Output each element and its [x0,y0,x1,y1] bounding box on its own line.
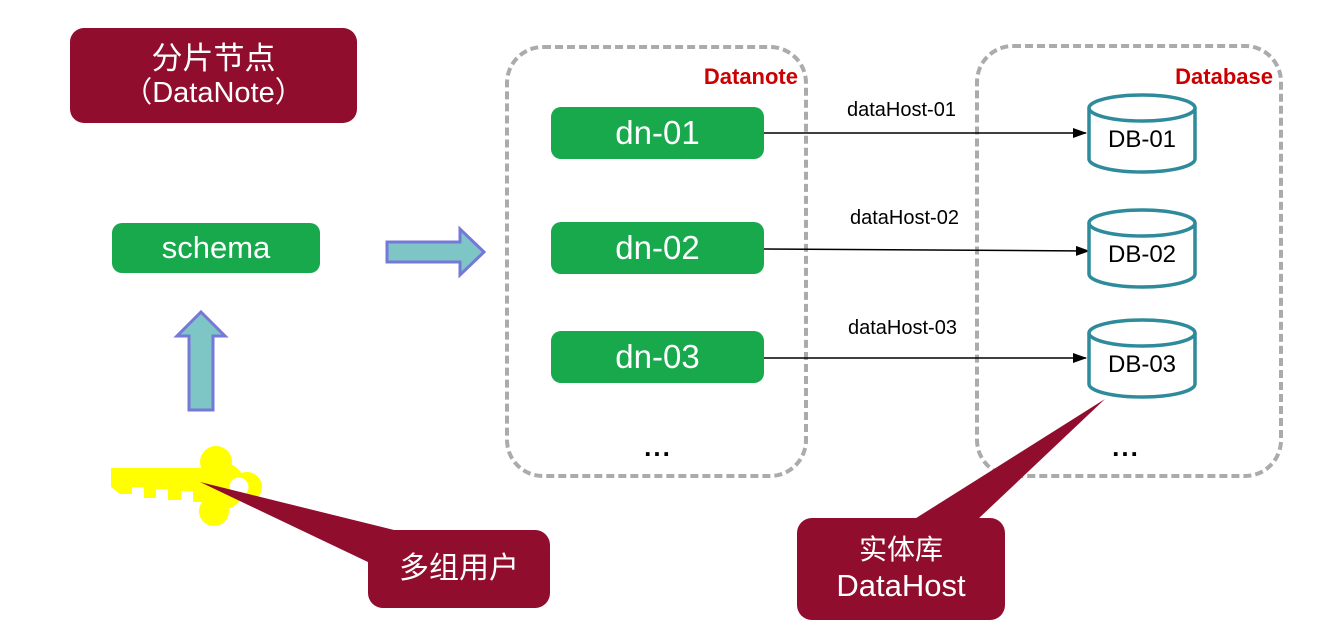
datahost-callout-tail [913,399,1105,520]
database-icon-3 [1087,318,1197,399]
datanote-node-2: dn-02 [551,222,764,274]
datanote-node-2-label: dn-02 [615,229,700,266]
datanote-node-1: dn-01 [551,107,764,159]
datahost-callout: 实体库 DataHost [797,518,1005,620]
key-icon [111,446,262,526]
datanote-node-3-label: dn-03 [615,338,700,375]
database-ellipsis: ... [1112,432,1140,462]
datanote-node-1-label: dn-01 [615,114,700,151]
database-label-3: DB-03 [1107,351,1177,378]
schema-node: schema [112,223,320,273]
datanote-ellipsis: ... [644,432,672,462]
diagram-title-box: 分片节点 （DataNote） [70,28,357,123]
database-icon-1 [1087,93,1197,174]
right-arrow-icon [385,225,487,279]
database-group-container [975,44,1283,478]
database-label-2: DB-02 [1107,241,1177,268]
datahost-callout-cn: 实体库 [858,534,943,566]
datanote-node-3: dn-03 [551,331,764,383]
connection-label-2: dataHost-02 [850,207,959,229]
datanote-group-container [505,45,808,478]
diagram-title-cn: 分片节点 [151,41,276,76]
connector-arrow-2 [763,245,1090,256]
database-icon-2 [1087,208,1197,289]
connection-label-3: dataHost-03 [848,317,957,339]
datanote-group-label: Datanote [703,64,798,89]
user-callout: 多组用户 [368,530,550,608]
database-group-label: Database [1175,64,1273,89]
connection-label-1: dataHost-01 [847,99,956,121]
user-callout-tail [200,482,398,563]
schema-node-label: schema [161,230,271,265]
database-label-1: DB-01 [1107,126,1177,153]
diagram-title-en: （DataNote） [123,76,304,109]
user-callout-label: 多组用户 [399,552,519,585]
up-arrow-icon [173,309,229,412]
datahost-callout-en: DataHost [836,568,966,604]
